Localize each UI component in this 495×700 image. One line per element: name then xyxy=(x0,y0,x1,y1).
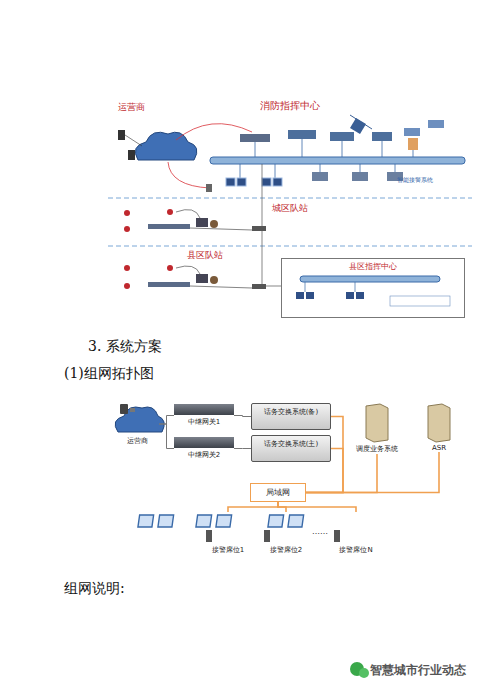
node-text: 中继网关2 xyxy=(174,450,234,460)
operator-cloud: 运营商 xyxy=(115,402,159,446)
network-link xyxy=(159,416,174,425)
switch-server: 话务交换系统(主) xyxy=(251,435,331,462)
network-link xyxy=(228,502,278,512)
document-text: 3. 系统方案 xyxy=(88,338,162,356)
network-link xyxy=(159,424,174,449)
network-link xyxy=(234,416,251,417)
trunk-gateway: 中继网关1 xyxy=(174,404,234,427)
bottom-icons xyxy=(115,404,450,678)
region-label: 智能接警系统 xyxy=(397,176,433,185)
network-link xyxy=(278,502,356,512)
node-text: 中继网关1 xyxy=(174,417,234,427)
server-tower: 调度业务系统 xyxy=(350,404,404,454)
seat-workstation: 接警席位2 xyxy=(264,512,309,555)
lan-box: 局域网 xyxy=(250,483,306,502)
node-text: 运营商 xyxy=(115,436,159,446)
node-text: 接警席位2 xyxy=(264,545,309,555)
server-tower: ASR xyxy=(424,404,454,452)
node-text: 接警席位N xyxy=(333,545,379,555)
node-text: 接警席位1 xyxy=(206,545,251,555)
region-label: 城区队站 xyxy=(272,202,308,215)
watermark: 智慧城市行业动态 xyxy=(370,662,466,679)
document-text: (1)组网拓扑图 xyxy=(64,365,154,383)
node-text: 县区指挥中心 xyxy=(282,261,464,272)
node-text: 话务交换系统(备) xyxy=(257,407,325,417)
region-label: 运营商 xyxy=(118,101,145,114)
node-text: 话务交换系统(主) xyxy=(257,439,325,449)
trunk-gateway: 中继网关2 xyxy=(174,437,234,460)
document-text: 组网说明: xyxy=(64,580,125,598)
top-illustration xyxy=(108,115,472,306)
node-text: 局域网 xyxy=(257,487,299,498)
switch-server: 话务交换系统(备) xyxy=(251,403,331,430)
command-center-box: 县区指挥中心 xyxy=(281,258,465,318)
region-label: 县区队站 xyxy=(187,249,223,262)
document-text: …… xyxy=(312,527,328,536)
seat-workstation: 接警席位N xyxy=(333,512,379,555)
node-text: ASR xyxy=(424,444,454,452)
node-text: 调度业务系统 xyxy=(350,444,404,454)
network-link xyxy=(234,448,251,449)
seat-workstation: 接警席位1 xyxy=(206,512,251,555)
region-label: 消防指挥中心 xyxy=(260,99,320,113)
